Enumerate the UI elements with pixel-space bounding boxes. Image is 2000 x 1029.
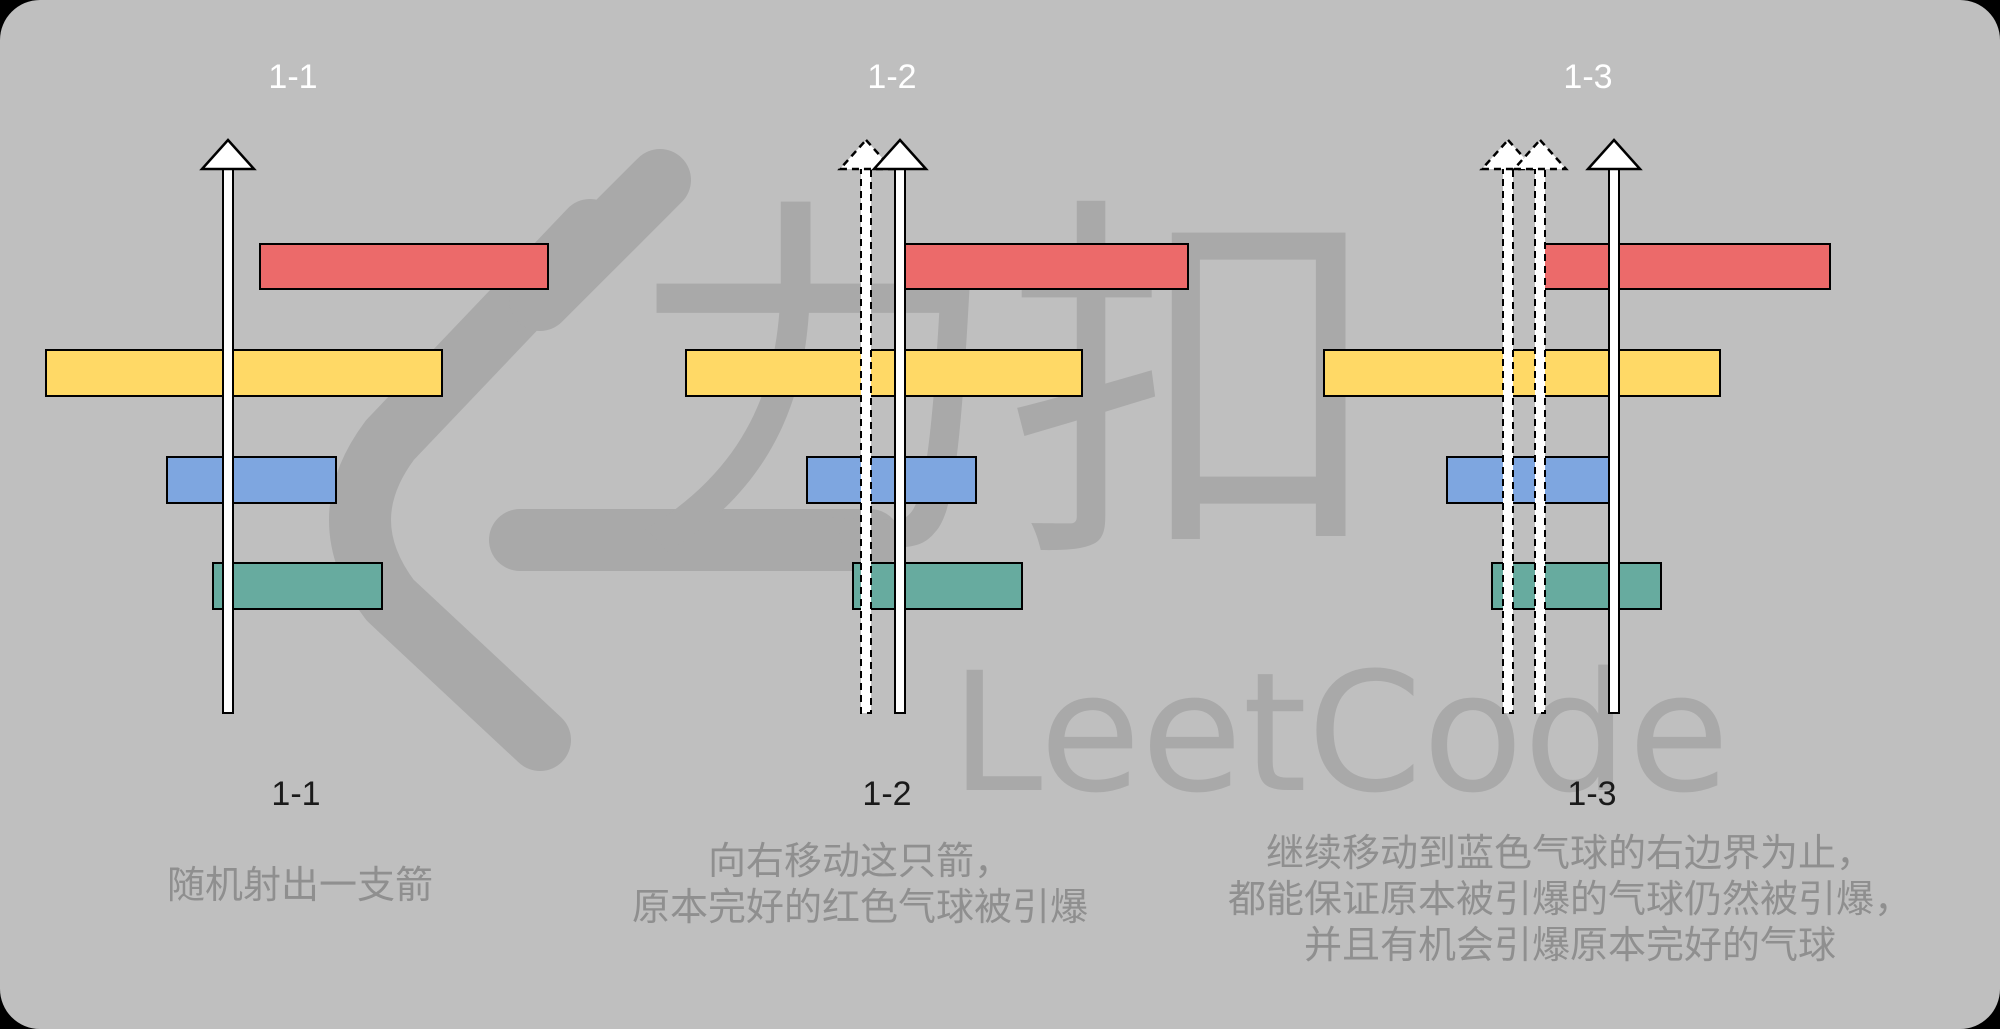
arrow-group	[1479, 138, 1643, 714]
solid-arrow	[871, 138, 929, 714]
panel-1-3: 1-3 1-3	[1323, 58, 1831, 813]
balloon-blue	[1446, 456, 1617, 504]
solid-arrow	[1585, 138, 1643, 714]
arrow-head-icon	[1511, 138, 1569, 171]
solid-arrow	[199, 138, 257, 714]
arrow-group	[199, 138, 257, 714]
arrow-head-icon	[1585, 138, 1643, 171]
panel-1-1: 1-1 1-1	[45, 58, 549, 813]
arrow-shaft	[894, 167, 906, 714]
panel-top-label: 1-1	[268, 58, 317, 96]
balloon-group	[685, 243, 1189, 610]
panel-top-label: 1-3	[1563, 58, 1612, 96]
panel-bottom-label: 1-1	[271, 775, 320, 813]
balloon-group	[1323, 243, 1831, 610]
balloon-red	[1541, 243, 1831, 290]
panel-1-3-caption: 继续移动到蓝色气球的右边界为止， 都能保证原本被引爆的气球仍然被引爆， 并且有机…	[1227, 831, 1912, 967]
arrow-shaft	[1608, 167, 1620, 714]
dashed-arrow	[1511, 138, 1569, 714]
arrow-head-icon	[199, 138, 257, 171]
panel-1-2: 1-2 1-2	[685, 58, 1189, 813]
balloon-group	[45, 243, 549, 610]
balloon-yellow	[45, 349, 443, 397]
balloon-green	[1491, 562, 1662, 610]
arrow-shaft	[222, 167, 234, 714]
balloon-yellow	[685, 349, 1083, 397]
panel-bottom-label: 1-3	[1567, 775, 1616, 813]
balloon-blue	[166, 456, 337, 504]
balloon-green	[212, 562, 383, 610]
arrow-head-icon	[871, 138, 929, 171]
balloon-yellow	[1323, 349, 1721, 397]
balloon-red	[899, 243, 1189, 290]
panel-bottom-label: 1-2	[862, 775, 911, 813]
arrow-shaft	[860, 167, 872, 714]
arrow-shaft	[1502, 167, 1514, 714]
arrow-shaft	[1534, 167, 1546, 714]
panel-1-1-caption: 随机射出一支箭	[166, 863, 433, 907]
panel-1-2-caption: 向右移动这只箭， 原本完好的红色气球被引爆	[631, 839, 1088, 929]
panel-top-label: 1-2	[867, 58, 916, 96]
balloon-green	[852, 562, 1023, 610]
arrow-group	[837, 138, 929, 714]
watermark-text: LeetCode	[950, 637, 1729, 829]
balloon-blue	[806, 456, 977, 504]
balloon-red	[259, 243, 549, 290]
